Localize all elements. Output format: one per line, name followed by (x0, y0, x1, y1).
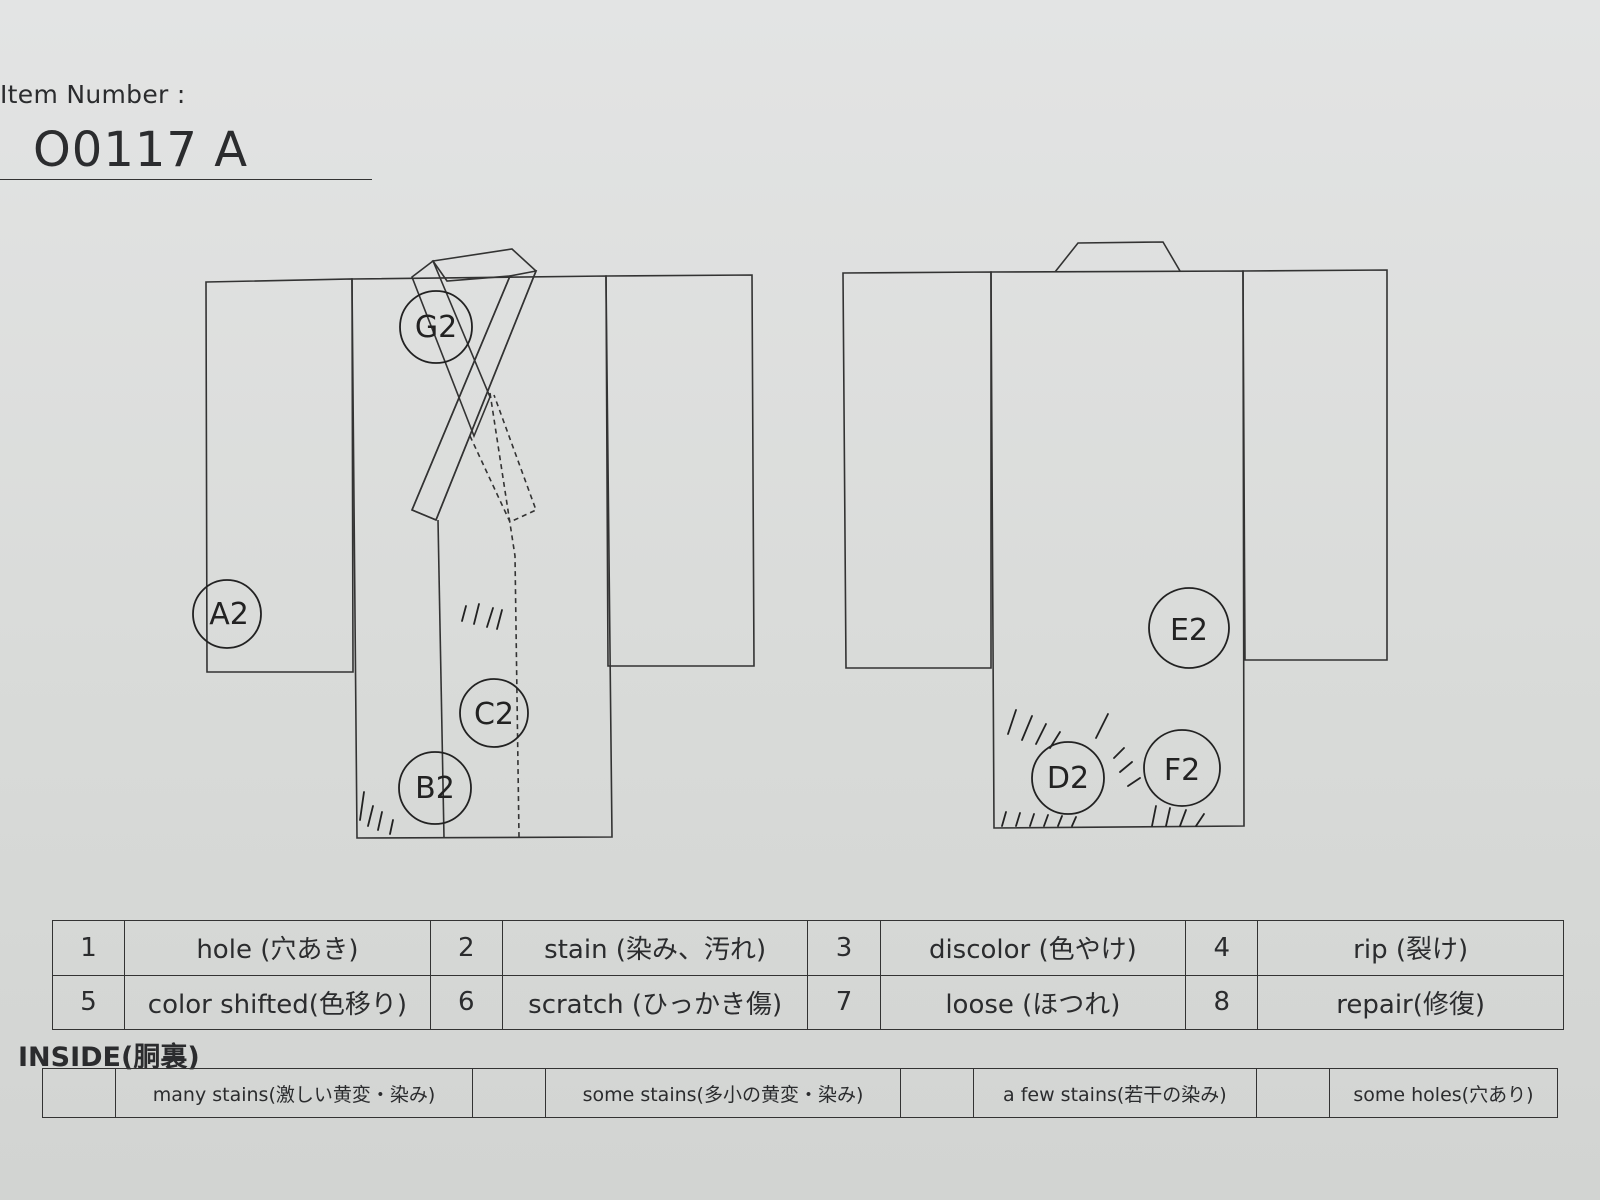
hatch-back-hem-right (1151, 805, 1205, 827)
mark-b2: B2 (398, 751, 472, 825)
mark-f2-text: F2 (1164, 753, 1200, 788)
mark-e2: E2 (1148, 587, 1230, 669)
front-right-sleeve (605, 274, 755, 667)
inside-option-some-stains: some stains(多小の黄変・染み) (545, 1068, 901, 1118)
mark-e2-circle (1148, 587, 1230, 669)
mark-g2-circle (399, 290, 473, 364)
mark-f2-circle (1143, 729, 1221, 807)
back-right-sleeve (1242, 269, 1388, 661)
legend-num: 6 (429, 974, 503, 1030)
legend-num: 2 (429, 920, 503, 976)
underlap-dashed-edge (469, 394, 538, 524)
underlap-dashed (489, 392, 520, 838)
mark-c2-circle (459, 678, 529, 748)
front-left-sleeve (205, 278, 354, 673)
mark-a2-text: A2 (209, 597, 249, 632)
legend-num: 5 (51, 974, 126, 1030)
mark-c2: C2 (459, 678, 529, 748)
mark-g2: G2 (399, 290, 473, 364)
back-collar (1054, 241, 1181, 273)
hatch-back-mid (1113, 747, 1141, 787)
legend-num: 3 (807, 920, 881, 976)
inside-check-box[interactable] (1255, 1068, 1330, 1118)
collar-crossing (410, 269, 538, 522)
back-left-sleeve (842, 271, 992, 669)
collar-right-band (411, 259, 491, 439)
damage-legend-table: 1 hole (穴あき) 2 stain (染み、汚れ) 3 discolor … (51, 920, 1564, 1030)
inside-section-label: INSIDE(胴裏) (18, 1042, 200, 1073)
collar-left-band (410, 248, 537, 522)
legend-row: 1 hole (穴あき) 2 stain (染み、汚れ) 3 discolor … (51, 920, 1564, 976)
legend-num: 1 (51, 920, 126, 976)
front-body (351, 275, 613, 839)
mark-a2: A2 (192, 579, 262, 649)
item-number-value: O0117 A (33, 122, 249, 178)
legend-rip: rip (裂け) (1257, 920, 1564, 976)
mark-b2-circle (398, 751, 472, 825)
mark-e2-text: E2 (1170, 613, 1208, 648)
back-body (990, 270, 1245, 829)
legend-scratch: scratch (ひっかき傷) (501, 974, 809, 1030)
inside-check-box[interactable] (472, 1068, 547, 1118)
mark-b2-text: B2 (415, 771, 455, 806)
legend-discolor: discolor (色やけ) (879, 920, 1187, 976)
hatch-front-center (461, 603, 503, 630)
inside-check-box[interactable] (42, 1068, 116, 1118)
legend-loose: loose (ほつれ) (879, 974, 1187, 1030)
front-panel-seam (437, 519, 445, 839)
legend-num: 7 (807, 974, 881, 1030)
item-number-underline (0, 179, 372, 180)
item-number-label: Item Number : (0, 80, 186, 109)
legend-color-shifted: color shifted(色移り) (124, 974, 431, 1030)
mark-d2-text: D2 (1047, 761, 1089, 796)
legend-num: 8 (1185, 974, 1259, 1030)
mark-d2: D2 (1031, 741, 1105, 815)
legend-repair: repair(修復) (1257, 974, 1564, 1030)
legend-row: 5 color shifted(色移り) 6 scratch (ひっかき傷) 7… (51, 974, 1564, 1030)
mark-g2-text: G2 (415, 310, 457, 345)
hatch-front-hem (359, 791, 394, 835)
inside-lining-table: many stains(激しい黄変・染み) some stains(多小の黄変・… (42, 1068, 1559, 1118)
damage-marks: G2 A2 C2 B2 E2 D2 F2 (192, 290, 1230, 835)
mark-d2-circle (1031, 741, 1105, 815)
inside-option-many-stains: many stains(激しい黄変・染み) (114, 1068, 474, 1118)
hatch-back-upper-left (1007, 709, 1109, 749)
kimono-front (205, 248, 755, 839)
legend-num: 4 (1185, 920, 1259, 976)
mark-c2-text: C2 (474, 697, 514, 732)
inside-option-few-stains: a few stains(若干の染み) (972, 1068, 1257, 1118)
inside-option-some-holes: some holes(穴あり) (1328, 1068, 1559, 1118)
legend-stain: stain (染み、汚れ) (501, 920, 809, 976)
mark-a2-circle (192, 579, 262, 649)
kimono-back (842, 241, 1388, 829)
legend-hole: hole (穴あき) (124, 920, 431, 976)
hatch-back-hem-left (1001, 811, 1077, 827)
mark-f2: F2 (1143, 729, 1221, 807)
inside-row: many stains(激しい黄変・染み) some stains(多小の黄変・… (42, 1068, 1559, 1118)
inside-check-box[interactable] (899, 1068, 974, 1118)
